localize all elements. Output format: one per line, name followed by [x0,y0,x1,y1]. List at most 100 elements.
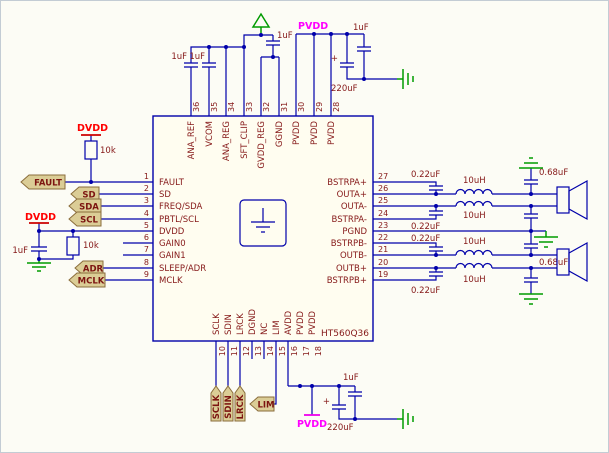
junction-dots [37,32,533,421]
wires-top [190,33,397,116]
pin-num-21: 21 [378,245,388,254]
pin-name-fault: FAULT [159,178,185,188]
pin-num-20: 20 [378,258,388,267]
ground-icon-filter-b [519,293,543,305]
pin-name-gain0: GAIN0 [159,239,186,249]
resistor-value-label: 10k [83,241,99,251]
cap-value-label: 220uF [331,84,358,94]
pin-name-pvdd-17: PVDD [296,311,306,335]
net-tag-label: MCLK [78,277,105,287]
power-port-pvdd-bottom: PVDD [297,414,327,430]
resistor-dvdd: 10k [66,236,99,256]
capacitor-pvdd-bottom-220uf: + 220uF [323,397,354,433]
speaker-b-icon [556,241,588,283]
cap-value-label: 1uF [277,31,293,41]
pin-num-34: 34 [227,102,236,112]
net-tag-lrck: LRCK [234,385,246,422]
cap-value-label: 1uF [189,52,205,62]
capacitor-filter-a-minus [524,213,538,219]
pin-name-outa-n: OUTA- [341,202,367,212]
pin-num-15: 15 [278,346,287,356]
pin-name-bstrpa-n: BSTRPA- [332,215,367,225]
pin-name-outb-p: OUTB+ [336,264,367,274]
ic-right-pin-names: BSTRPA+ OUTA+ OUTA- BSTRPA- PGND BSTRPB-… [327,178,368,286]
cap-value-label: 0.22uF [411,222,440,232]
pin-name-pvdd-30: PVDD [292,121,302,145]
speaker-a-icon [556,179,588,221]
net-tag-label: SCLK [212,394,222,419]
pin-name-gain1: GAIN1 [159,251,186,261]
capacitor-filter-a-plus: 0.68uF [524,168,568,185]
capacitor-bootstrap-a-plus: 0.22uF [411,170,443,191]
pin-num-19: 19 [378,270,388,279]
ic-part-label: HT560Q36 [321,329,369,339]
pin-name-ana-reg: ANA_REG [222,121,232,161]
pin-name-pvdd-29: PVDD [310,121,320,145]
cap-value-label: 1uF [343,373,359,383]
inductor-value-label: 10uH [463,176,486,186]
ic-bottom-pin-names: SCLK SDIN LRCK DGND NC LIM AVDD PVDD PVD… [212,309,318,335]
net-tag-label: LIM [257,401,274,411]
capacitor-filter-b-minus: 0.68uF [524,243,568,268]
pin-num-27: 27 [378,172,388,181]
pin-num-33: 33 [245,102,254,112]
dvdd-label: DVDD [25,212,56,223]
pin-num-35: 35 [210,102,219,112]
pin-num-8: 8 [144,258,149,267]
pin-name-outb-n: OUTB- [340,251,367,261]
pin-name-mclk: MCLK [159,276,183,286]
pin-name-sleep-adr: SLEEP/ADR [159,264,206,274]
pin-num-29: 29 [315,102,324,112]
net-tag-sclk: SCLK [210,385,222,422]
pin-num-14: 14 [266,346,275,356]
pin-name-bstrpb-n: BSTRPB- [331,239,367,249]
capacitor-bootstrap-a-minus: 0.22uF [411,210,443,232]
net-tag-label: SD [82,191,95,201]
capacitor-vcom: 1uF [189,52,216,68]
inductor-value-label: 10uH [463,211,486,221]
pin-name-gvdd-reg: GVDD_REG [257,121,267,169]
pin-name-lrck: LRCK [236,313,246,335]
net-tag-label: SDA [79,203,99,213]
cap-polarity-plus: + [323,397,330,407]
pin-name-bstrpb-p: BSTRPB+ [327,276,367,286]
pin-num-30: 30 [297,102,306,112]
net-tag-label: SCL [80,216,98,226]
ic-top-pin-names: ANA_REF VCOM ANA_REG SFT_CLIP GVDD_REG G… [187,121,337,169]
net-tag-sda: SDA [68,198,102,214]
pin-num-28: 28 [332,102,341,112]
pin-num-10: 10 [218,346,227,356]
pin-name-ggnd: GGND [275,121,285,148]
pin-num-26: 26 [378,184,388,193]
pin-num-18: 18 [314,346,323,356]
cap-value-label: 220uF [327,423,354,433]
ground-icon-mid-right [534,231,558,248]
inductor-value-label: 10uH [463,275,486,285]
cap-value-label: 0.68uF [539,168,568,178]
pin-name-sft-clip: SFT_CLIP [240,121,250,159]
resistor-value-label: 10k [100,146,116,156]
net-tag-sdin: SDIN [222,385,234,422]
inductor-outa-minus: 10uH [455,200,493,221]
wires-bottom [215,341,397,420]
capacitor-pvdd-top-1uf: 1uF [353,23,371,52]
pin-name-sdin: SDIN [224,314,234,335]
cap-value-label: 1uF [171,52,187,62]
ground-icon-filter-a [519,157,543,169]
ic-bottom-pin-numbers: 10 11 12 13 14 15 16 17 18 [218,346,323,356]
pvdd-label: PVDD [298,21,328,32]
pin-num-1: 1 [144,172,149,181]
pin-num-23: 23 [378,221,388,230]
pin-name-avdd: AVDD [284,310,294,335]
pin-num-9: 9 [144,270,149,279]
pin-name-lim: LIM [272,320,282,335]
pin-num-36: 36 [192,102,201,112]
capacitor-ana-ref: 1uF [171,52,198,68]
pin-num-5: 5 [144,221,149,230]
dvdd-label: DVDD [77,123,108,134]
ic-left-pin-numbers: 1 2 3 4 5 6 7 8 9 [144,172,149,279]
capacitor-bootstrap-b-plus: 0.22uF [411,271,443,296]
wires-right [373,168,557,294]
